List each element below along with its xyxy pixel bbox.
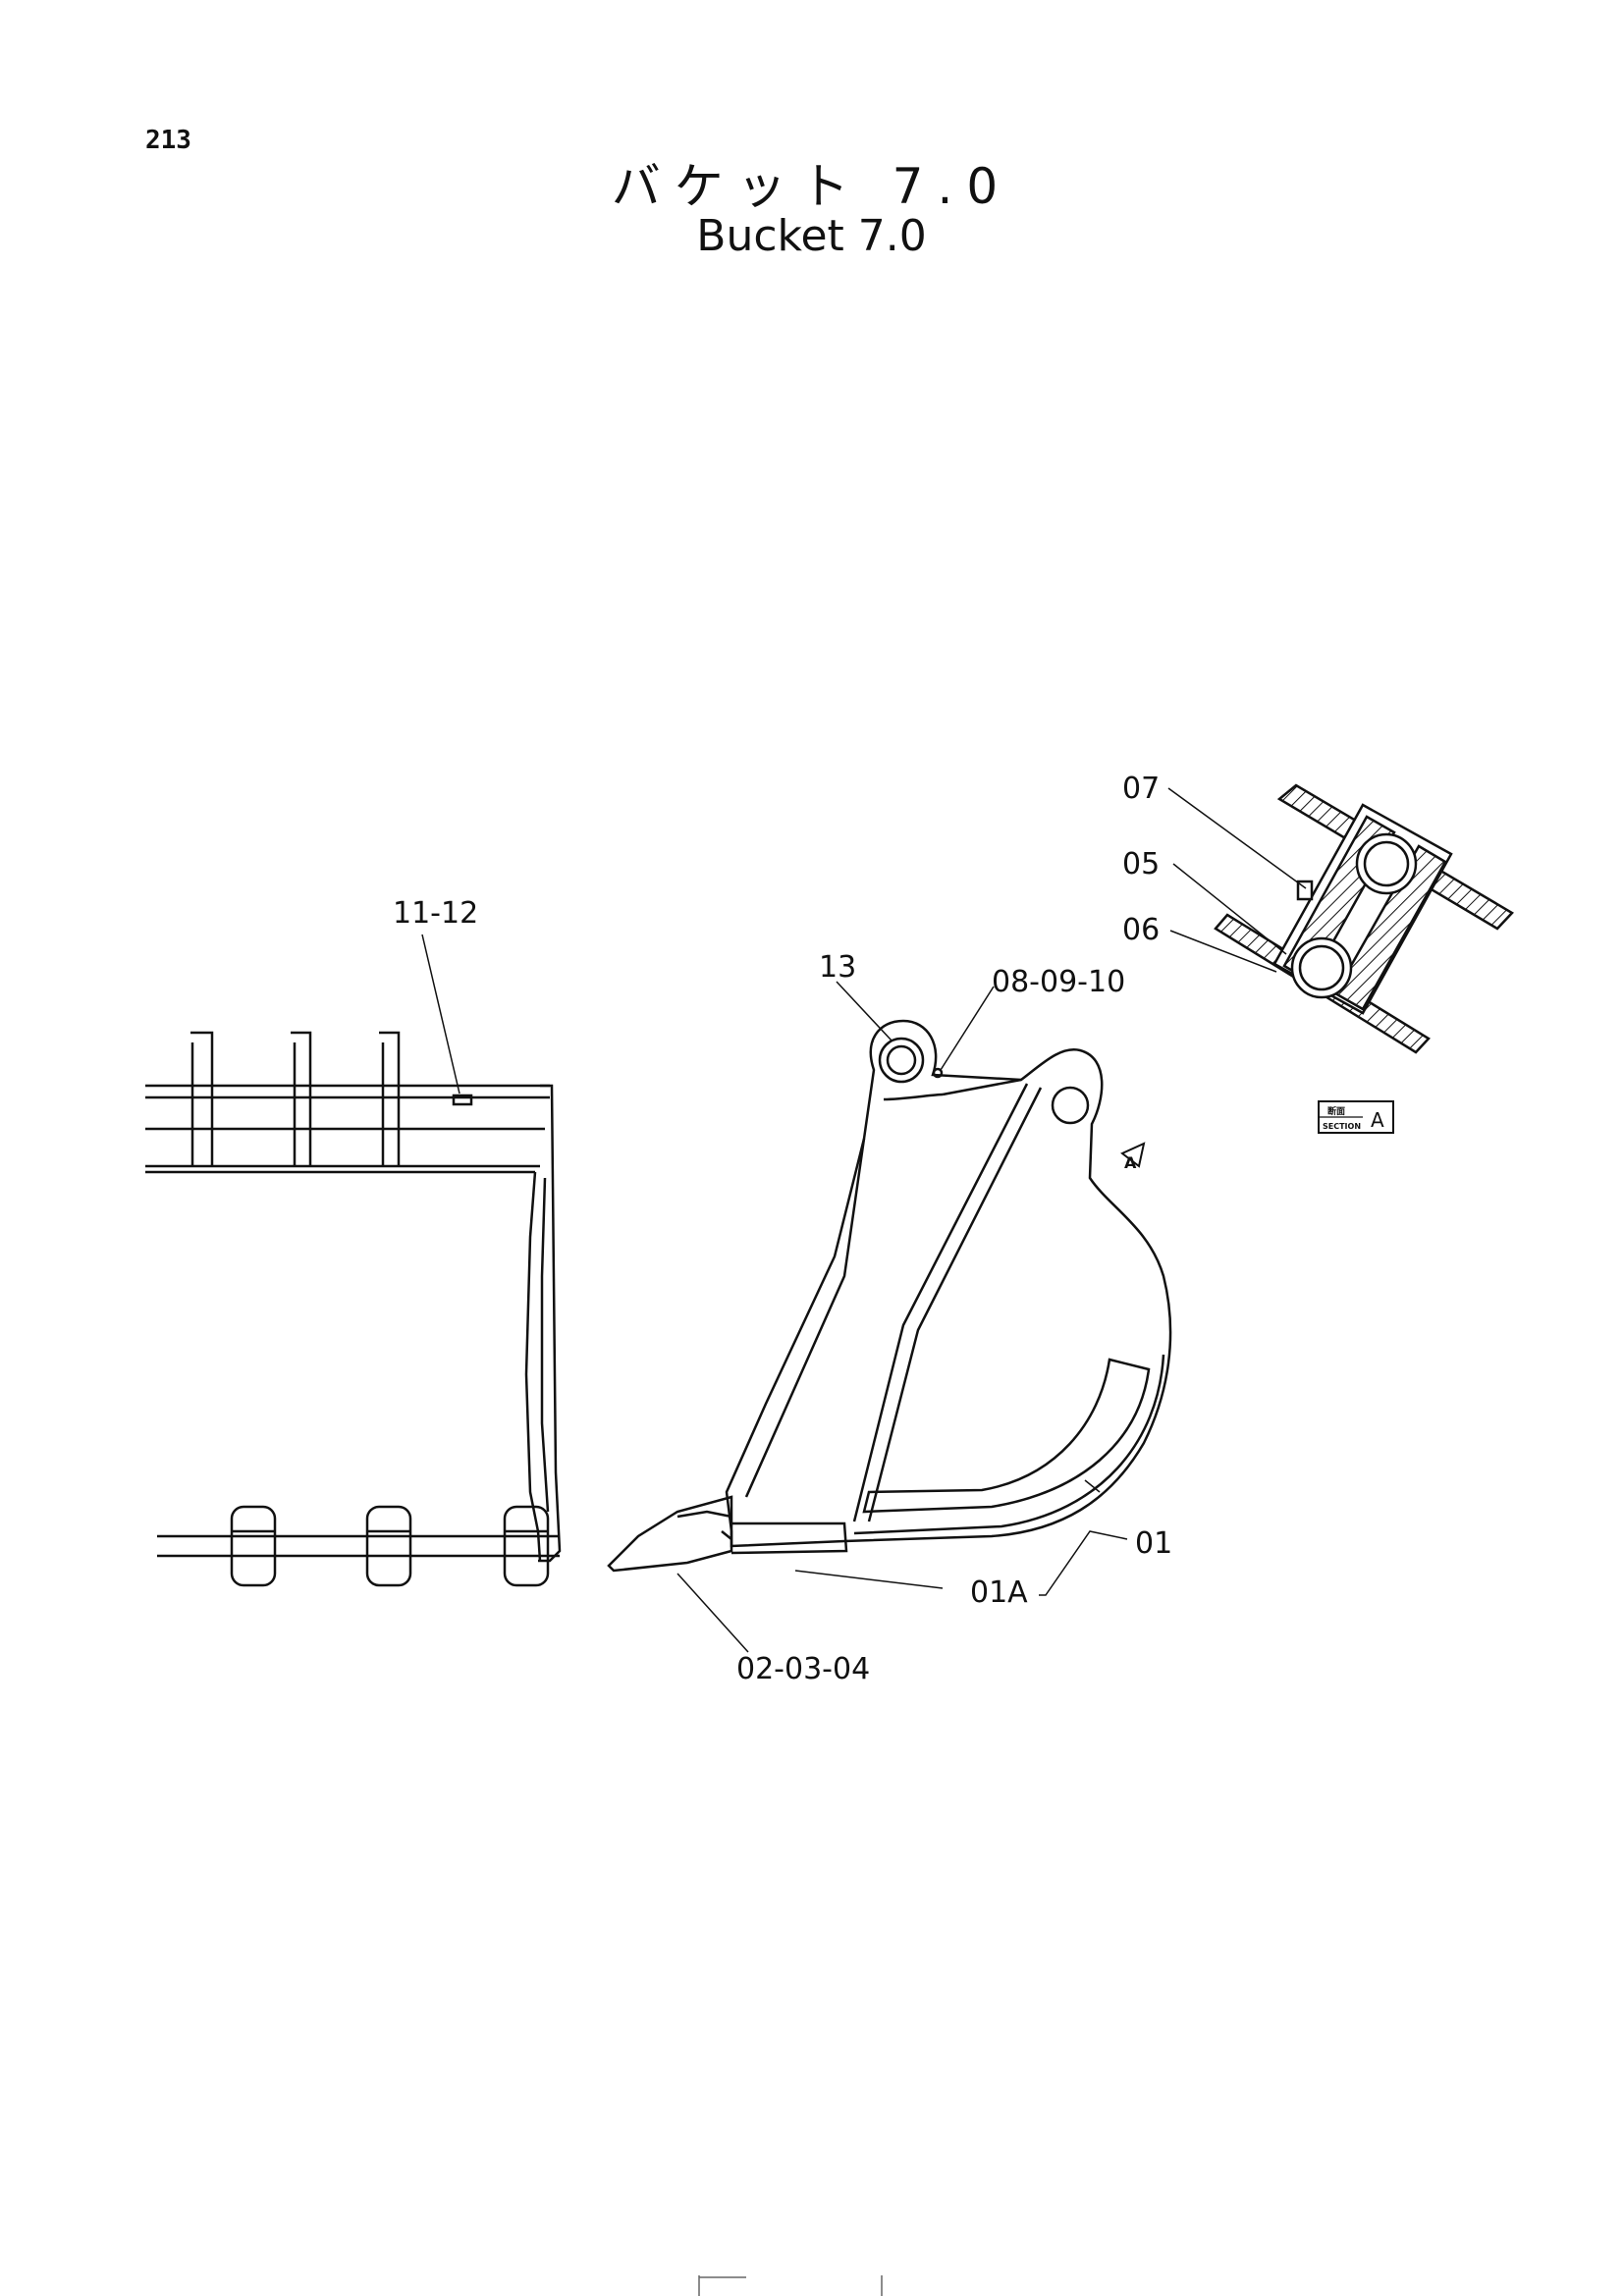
label-08-09-10: 08-09-10 xyxy=(992,965,1125,999)
label-13: 13 xyxy=(819,950,856,985)
section-tag-kanji: 断面 xyxy=(1327,1105,1345,1117)
section-tag-letter: A xyxy=(1371,1108,1384,1132)
leader-lines xyxy=(676,981,1128,1653)
view-arrow-a: A xyxy=(1120,1142,1146,1172)
label-01: 01 xyxy=(1135,1526,1172,1561)
label-01A: 01A xyxy=(970,1575,1028,1610)
page-number: 213 xyxy=(145,126,191,155)
bucket-side-view xyxy=(607,1019,1172,1573)
section-a-detail xyxy=(1214,783,1514,1054)
section-tag-word: SECTION xyxy=(1323,1122,1361,1131)
title-english: Bucket 7.0 xyxy=(696,211,927,261)
view-arrow-a-letter: A xyxy=(1124,1153,1137,1172)
label-02-03-04: 02-03-04 xyxy=(736,1652,870,1686)
label-05: 05 xyxy=(1122,847,1160,881)
label-06: 06 xyxy=(1122,913,1160,947)
leader-11-12: 11-12 xyxy=(393,896,478,1095)
title-japanese: バケット 7.0 xyxy=(611,158,1012,215)
footer-marks xyxy=(698,2275,883,2296)
bucket-front-view xyxy=(145,1031,562,1587)
section-leaders xyxy=(1167,787,1307,973)
label-11-12: 11-12 xyxy=(393,896,478,931)
section-a-tag: 断面 SECTION A xyxy=(1318,1100,1394,1134)
label-07: 07 xyxy=(1122,772,1160,806)
